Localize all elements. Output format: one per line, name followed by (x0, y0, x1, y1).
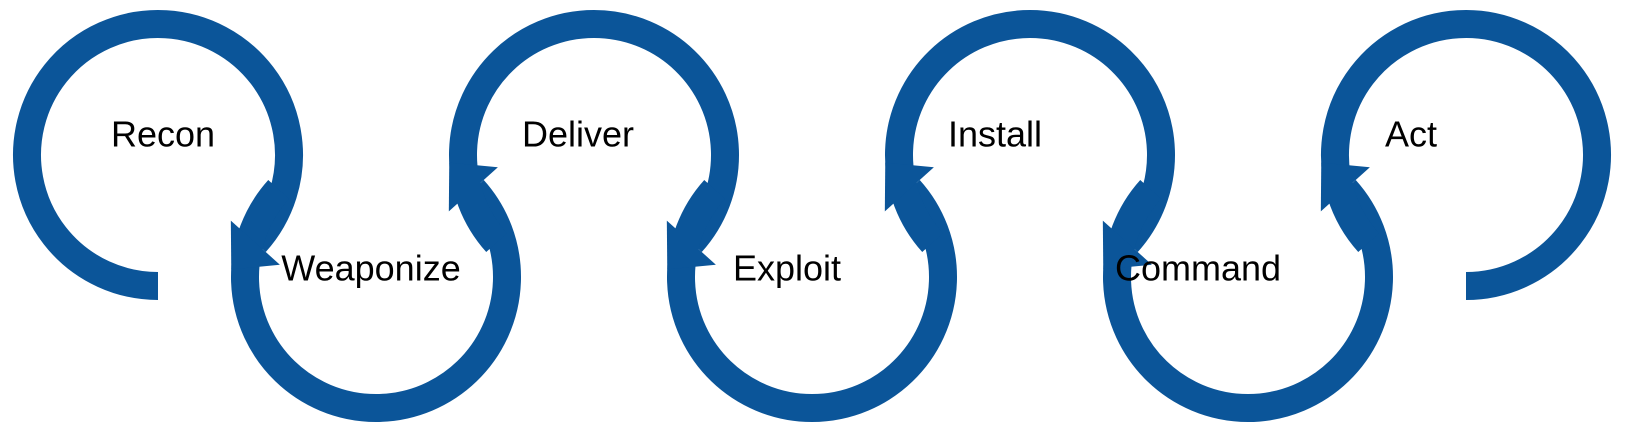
stage-label-install: Install (948, 114, 1042, 155)
stage-label-deliver: Deliver (522, 114, 634, 155)
ring-arc-exploit (667, 179, 957, 422)
arrowhead-install (1102, 220, 1152, 270)
stage-label-command: Command (1115, 248, 1281, 289)
ring-arc-install (885, 10, 1175, 253)
stage-label-exploit: Exploit (733, 248, 841, 289)
arrowhead-weaponize (448, 162, 498, 212)
arrowhead-command (1320, 162, 1370, 212)
arrowhead-deliver (666, 220, 716, 270)
ring-arc-recon (13, 10, 303, 300)
stage-label-weaponize: Weaponize (281, 248, 460, 289)
stage-label-recon: Recon (111, 114, 215, 155)
arrowhead-exploit (884, 162, 934, 212)
arrowhead-recon (230, 220, 280, 270)
ring-arc-weaponize (231, 179, 521, 422)
ring-arc-command (1103, 179, 1393, 422)
chain-arrowheads (230, 162, 1370, 270)
stage-label-act: Act (1385, 114, 1437, 155)
ring-arc-deliver (449, 10, 739, 253)
chain-rings (13, 10, 1611, 422)
ring-arc-act (1321, 10, 1611, 300)
